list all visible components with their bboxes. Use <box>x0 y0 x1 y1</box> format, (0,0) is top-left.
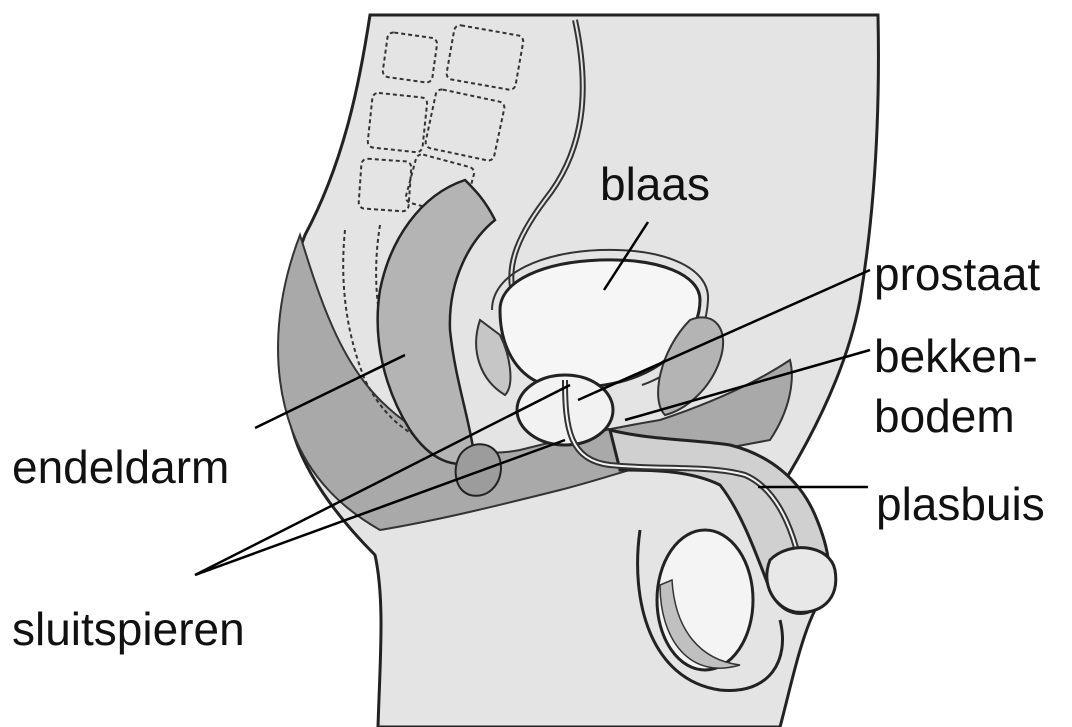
label-plasbuis: plasbuis <box>876 478 1045 530</box>
label-bekkenbodem-line1: bekken- <box>874 330 1038 382</box>
label-prostaat: prostaat <box>874 248 1040 300</box>
glans <box>767 548 836 613</box>
label-blaas: blaas <box>600 158 710 210</box>
anal-sphincter <box>456 444 501 495</box>
label-bekkenbodem-line2: bodem <box>874 390 1015 442</box>
label-sluitspieren: sluitspieren <box>12 603 245 655</box>
label-endeldarm: endeldarm <box>12 441 229 493</box>
